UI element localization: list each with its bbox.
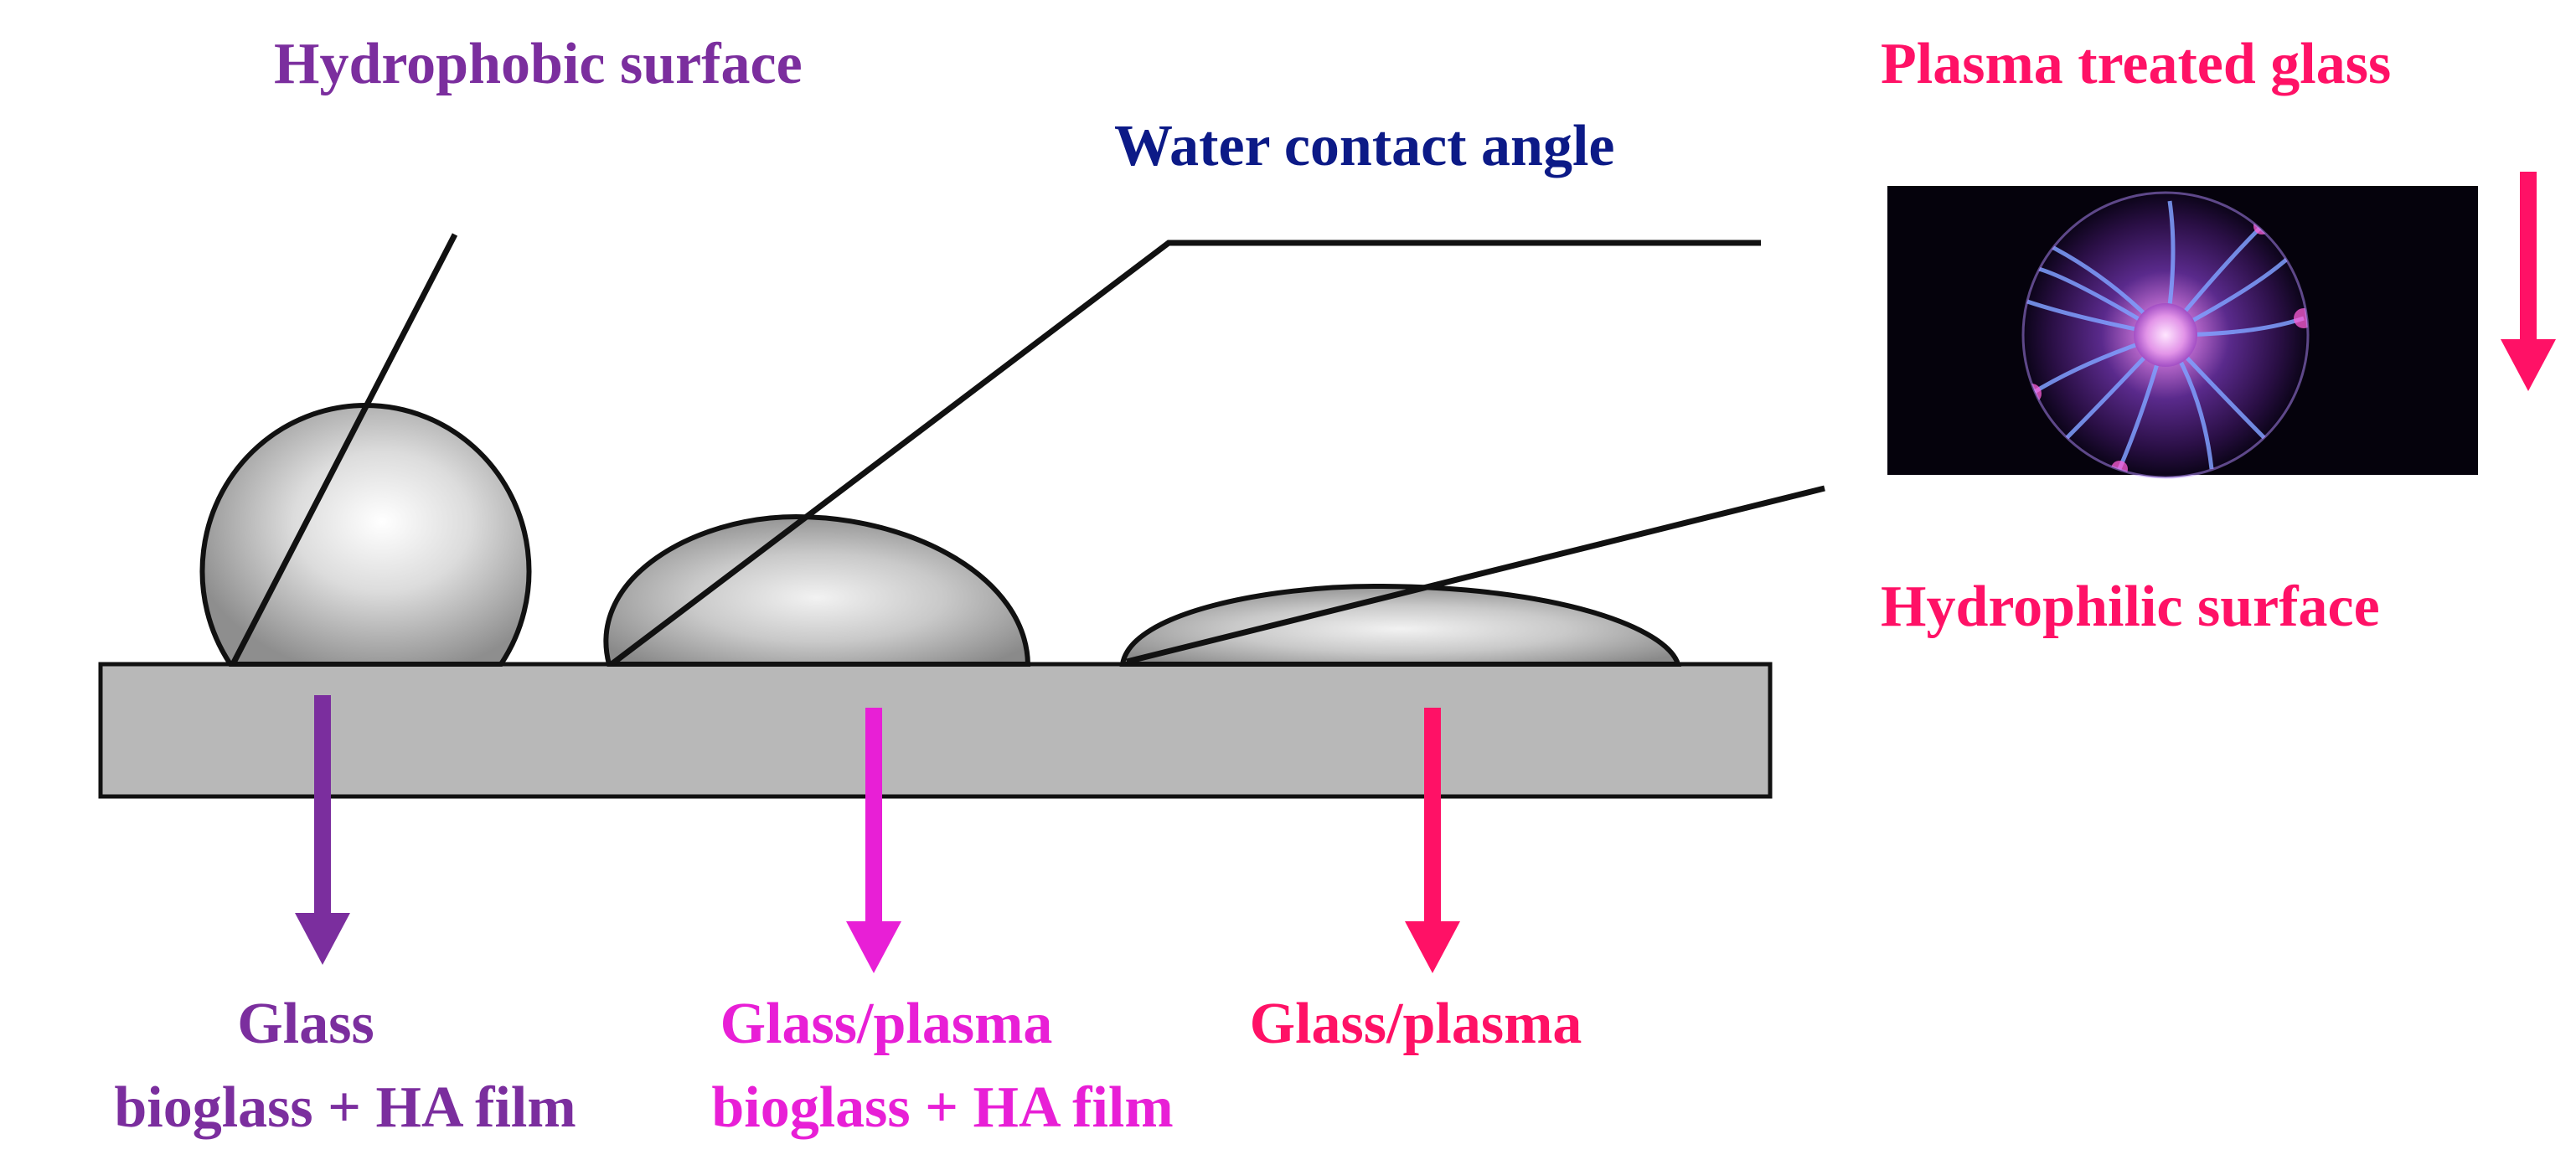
sample-2-line2: bioglass + HA film <box>711 1075 1174 1140</box>
sample-2-line1: Glass/plasma <box>720 992 1053 1056</box>
tangent-line-3 <box>1126 485 1825 665</box>
down-arrow-icon <box>295 695 350 965</box>
tangent-line-1 <box>230 233 458 666</box>
plasma-treated-glass-label: Plasma treated glass <box>1881 32 2392 96</box>
down-arrow-icon <box>1405 708 1460 973</box>
plasma-ball-image <box>1887 186 2478 479</box>
tangent-line-2 <box>609 240 1761 667</box>
hydrophilic-surface-label: Hydrophilic surface <box>1881 575 2380 639</box>
droplet-intermediate <box>603 513 1031 667</box>
water-contact-angle-label: Water contact angle <box>1114 114 1615 178</box>
sample-3-line1: Glass/plasma <box>1249 992 1582 1056</box>
glass-substrate <box>98 662 1773 799</box>
hydrophobic-surface-label: Hydrophobic surface <box>274 32 803 96</box>
droplet-hydrophobic <box>199 403 532 667</box>
down-arrow-icon <box>846 708 901 973</box>
down-arrow-icon <box>2501 172 2556 391</box>
sample-1-line1: Glass <box>237 992 374 1056</box>
sample-1-line2: bioglass + HA film <box>114 1075 576 1140</box>
droplet-hydrophilic <box>1119 583 1682 667</box>
